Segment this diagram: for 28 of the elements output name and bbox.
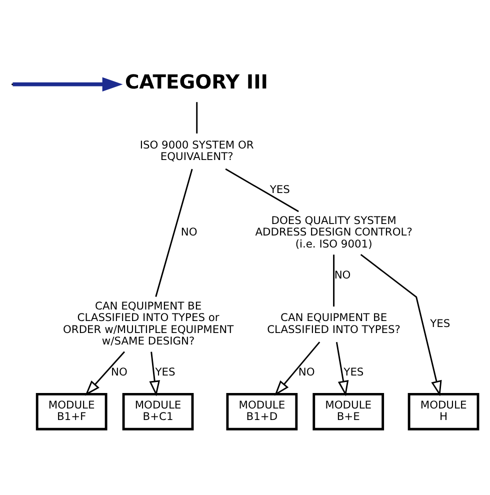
edge-label: YES bbox=[430, 316, 450, 330]
node-text: DOES QUALITY SYSTEM ADDRESS DESIGN CONTROL? (i.e. ISO 9001) bbox=[255, 214, 412, 250]
node-text: CAN EQUIPMENT BE CLASSIFIED INTO TYPES or ORDER w/MULTIPLE EQUIPMENT w/SAME DESIGN? bbox=[63, 298, 234, 347]
edge-label: NO bbox=[110, 365, 128, 378]
connector bbox=[225, 168, 299, 212]
connector bbox=[196, 102, 198, 133]
connector bbox=[333, 254, 335, 306]
node-box: MODULE B1+D bbox=[226, 392, 298, 430]
arrow bbox=[149, 351, 160, 396]
edge-label: YES bbox=[155, 365, 176, 378]
edge-label: NO bbox=[334, 268, 351, 281]
node-box: MODULE B+E bbox=[312, 392, 384, 430]
node-text: ISO 9000 SYSTEM OR EQUIVALENT? bbox=[140, 138, 254, 162]
arrow bbox=[85, 350, 125, 396]
node-box: MODULE B+C1 bbox=[122, 392, 194, 430]
arrow bbox=[274, 341, 320, 396]
arrow bbox=[336, 341, 349, 396]
connector bbox=[155, 168, 193, 296]
edge-label: YES bbox=[344, 365, 364, 378]
edge-label: NO bbox=[298, 365, 315, 378]
node-text: CAN EQUIPMENT BE CLASSIFIED INTO TYPES? bbox=[267, 310, 400, 336]
node-box: MODULE H bbox=[408, 392, 480, 430]
edge-label: NO bbox=[180, 225, 198, 238]
edge-label: YES bbox=[270, 182, 290, 196]
arrow bbox=[360, 254, 442, 396]
node-box: MODULE B1+F bbox=[36, 392, 108, 430]
node-text: CATEGORY III bbox=[125, 70, 268, 93]
arrow bbox=[12, 76, 123, 92]
